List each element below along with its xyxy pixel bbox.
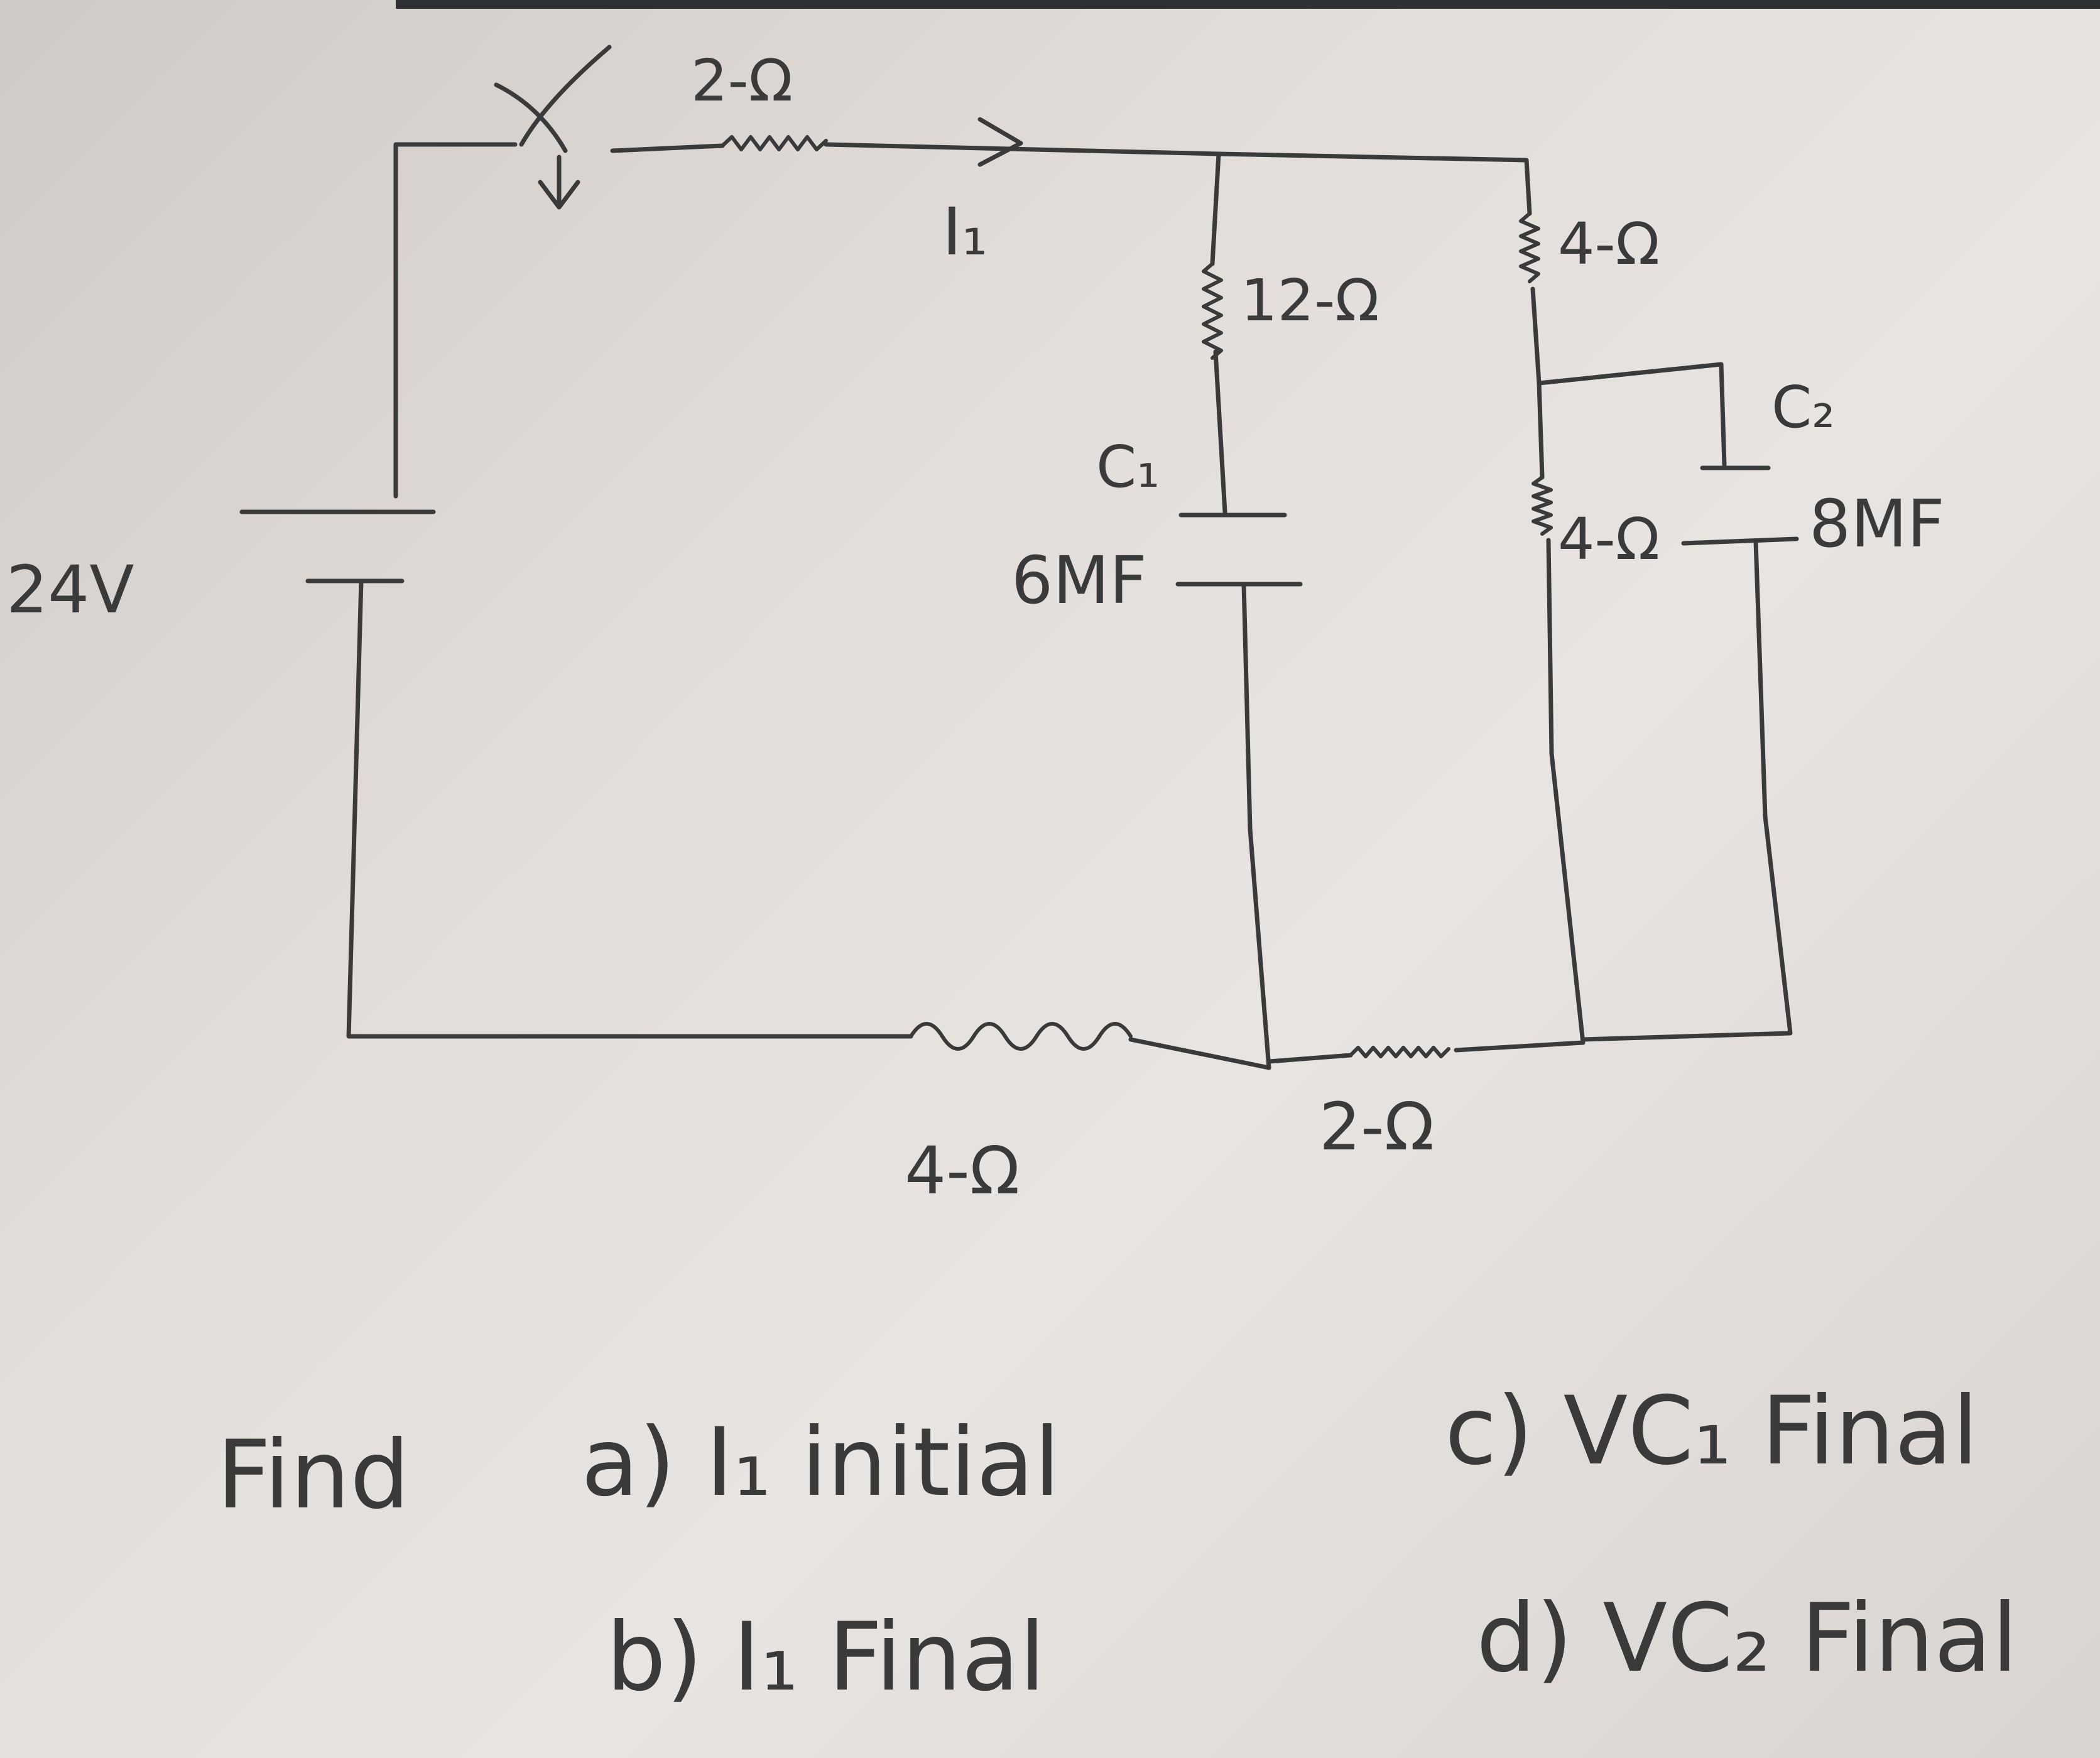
resistor-right-mid-4ohm [1531,475,1553,536]
wire-left-bottom [346,578,913,1039]
question-c: c) VC₁ Final [1445,1377,1979,1486]
wire-left-top [393,142,518,499]
bottom-right-resistor-label: 2-Ω [1319,1088,1434,1165]
find-label: Find [217,1421,410,1530]
c2-value-label: 8MF [1809,486,1945,562]
top-resistor-label: 2-Ω [691,47,793,114]
c1-value-label: 6MF [1011,542,1147,619]
resistor-12ohm [1202,262,1223,360]
wire-bottom-mid [1128,1037,1271,1070]
wire-right-mid-bottom [1546,538,1586,1045]
c2-name-label: C₂ [1771,374,1835,441]
current-label: I₁ [942,193,987,270]
wire-right-mid-down [1537,381,1545,480]
wire-mid-branch-to-c1 [1213,349,1227,514]
wire-right-top [1216,151,1532,216]
switch-icon [494,45,612,153]
wire-top-right [824,142,1221,156]
wire-right-node [1530,286,1727,467]
wire-bottom-right-b [1454,1040,1586,1053]
wire-bottom-right-a [1266,1053,1353,1064]
question-a: a) I₁ initial [581,1408,1060,1517]
resistor-bottom-2ohm [1349,1046,1450,1058]
battery-label: 24V [6,551,134,628]
right-mid-resistor-label: 4-Ω [1558,506,1660,573]
branch-resistor-label: 12-Ω [1241,267,1379,334]
question-d: d) VC₂ Final [1476,1584,2018,1693]
bottom-left-resistor-label: 4-Ω [905,1132,1020,1209]
current-arrow-icon [977,117,1023,167]
resistor-bottom-4ohm [909,1022,1133,1051]
question-b: b) I₁ Final [606,1603,1045,1712]
right-top-resistor-label: 4-Ω [1558,210,1660,278]
wire-mid-branch-top [1210,151,1221,266]
wire-mid-branch-bottom [1241,582,1271,1070]
wire-top-left [610,143,725,153]
c1-name-label: C₁ [1096,433,1160,501]
notebook-edge [396,0,2100,9]
c2-bottom-plate [1681,536,1799,546]
wire-c2-right [1580,539,1793,1042]
switch-arrow-icon [538,155,580,210]
resistor-right-top-4ohm [1519,212,1540,283]
resistor-top-2ohm [721,135,828,151]
